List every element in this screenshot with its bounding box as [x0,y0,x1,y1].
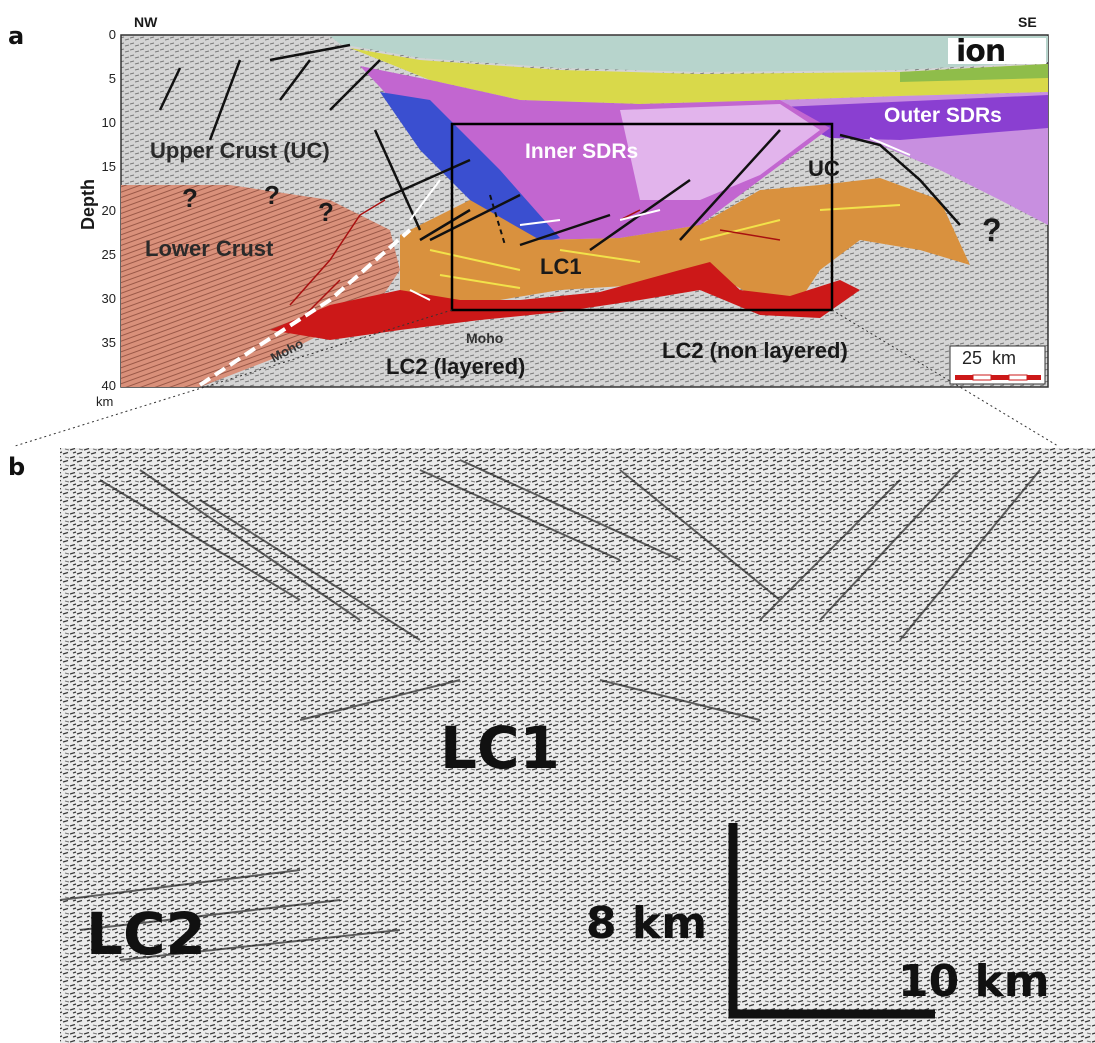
depth-tick: 5 [108,71,116,86]
panel-a-letter: a [8,22,25,50]
depth-tick: 40 [101,378,116,393]
depth-unit: km [96,394,114,409]
sediment-green-strip [900,64,1048,82]
moho-label: Moho [466,330,504,346]
depth-tick: 25 [101,247,116,262]
depth-tick: 10 [101,115,116,130]
connector-right [831,309,1059,447]
vertical-scale-label: 8 km [586,898,708,949]
question-mark: ? [318,197,334,227]
upper-crust-label: Upper Crust (UC) [150,138,330,163]
scale-bar-seg-5 [1027,375,1041,380]
lc2-non-layered-label: LC2 (non layered) [662,338,848,363]
blue-wedge [380,92,560,248]
se-label: SE [1018,14,1037,30]
uc-label: UC [808,156,840,181]
scale-bar-seg-2 [972,374,992,381]
red-vein-faults [289,199,781,321]
sediment-yellow-layer [350,48,1048,104]
scale-bar-seg-1 [955,375,973,380]
question-mark: ? [264,180,280,210]
depth-tick: 0 [108,27,116,42]
scale-bar-seg-4 [1008,374,1028,381]
y-axis-label: Depth [78,179,98,230]
lower-crust-body [121,185,400,387]
lc2-layered-label: LC2 (layered) [386,354,526,379]
ion-logo-box [948,38,1046,64]
moho-dashed [198,228,412,387]
scale-bar-seg-3 [991,375,1009,380]
inner-sdrs-light [620,104,820,200]
inner-sdrs-label: Inner SDRs [525,140,639,163]
lc1-label: LC1 [540,254,582,279]
depth-tick: 20 [101,203,116,218]
lc1-body [400,178,970,300]
water-layer [330,36,1048,72]
depth-tick: 30 [101,291,116,306]
nw-label: NW [134,14,158,30]
lc1-yellow-streaks [429,204,901,289]
scale-bar-label: 25 km [962,348,1017,368]
horizontal-scale-label: 10 km [898,956,1050,1007]
depth-tick: 35 [101,335,116,350]
outer-sdrs-label: Outer SDRs [884,104,1002,127]
lc1-label-b: LC1 [440,714,560,782]
depth-tick: 15 [101,159,116,174]
connector-left [14,309,453,447]
ion-logo: ion [956,34,1006,69]
question-mark: ? [182,183,198,213]
lc2-label-b: LC2 [86,900,206,968]
panel-b-reflectors [59,459,1041,961]
question-mark: ? [982,212,1002,248]
panel-b-letter: b [8,453,26,481]
white-arrows [409,137,911,301]
lower-crust-label: Lower Crust [145,236,274,261]
panel-b-seismic [60,448,1095,1043]
zoom-box [450,122,834,312]
